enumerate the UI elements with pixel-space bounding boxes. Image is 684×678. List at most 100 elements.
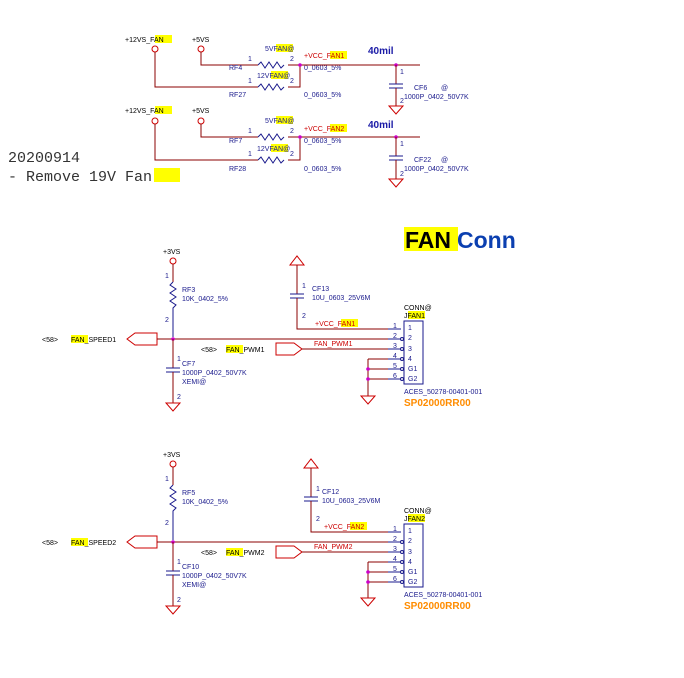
pwr12-label-1: +12VS_FAN (125, 37, 164, 44)
junction-g1-2 (366, 570, 370, 574)
rf28-resistor (257, 156, 285, 164)
hl-r2opt-2 (271, 144, 288, 152)
pwm2-netlabel: FAN_PWM2 (314, 544, 353, 551)
jfan2-pad6 (400, 580, 404, 584)
cf12-value: 10U_0603_25V6M (322, 498, 381, 505)
jfan2-pad5 (400, 570, 404, 574)
pwm2-offpage (275, 545, 303, 559)
hl-r2opt-1 (271, 71, 288, 79)
jfan2-pin1: 1 (408, 528, 412, 535)
pwr5-pin-1 (197, 45, 205, 53)
vcc2-netlabel: +VCC_FAN2 (324, 524, 364, 531)
jfan1-pin-g2: G2 (408, 376, 417, 383)
hl-pwm1 (226, 345, 243, 353)
wire-5v-2 (200, 124, 258, 138)
cf13-ref: CF13 (312, 286, 329, 293)
wire-12v-1 (154, 52, 258, 88)
cf22-value: 1000P_0402_50V7K (404, 166, 469, 173)
hl-vcc2 (350, 522, 367, 530)
wire-5v-1 (200, 52, 258, 66)
cf6-opt: @ (441, 85, 448, 92)
jfan2-body (403, 523, 424, 588)
rf7-resistor (257, 133, 285, 141)
hl-speed1 (71, 335, 88, 343)
gnd-conn2 (359, 597, 377, 607)
hl-vcc1 (341, 319, 358, 327)
rf28-pin2: 2 (290, 151, 294, 158)
cf10-opt: XEMI@ (182, 582, 206, 589)
rf7-value: 0_0603_5% (304, 138, 341, 145)
pwr3vs-label-1: +3VS (163, 249, 181, 256)
jfan1-ref: JFAN1 (404, 313, 425, 320)
gnd-1 (387, 105, 405, 115)
rf4-value: 0_0603_5% (304, 65, 341, 72)
rf7-ref: RF7 (229, 138, 242, 145)
cf22-cap (389, 155, 403, 161)
vcc-fan1-label: +VCC_FAN1 (304, 53, 344, 60)
hl-jfan2 (408, 514, 425, 522)
jfan1-pad2 (400, 337, 404, 341)
junction-g2-1 (366, 377, 370, 381)
fan2-connector-circuit: +3VS 1 2 RF5 10K_0402_5% <58> FAN_SPEED2… (42, 452, 482, 615)
jfan1-pad5 (400, 367, 404, 371)
cf6-cap (389, 83, 403, 89)
width-40mil-2: 40mil (368, 120, 394, 131)
rf27-resistor (257, 83, 285, 91)
rf3-resistor (169, 281, 177, 337)
cf6-ref: CF6 (414, 85, 427, 92)
rf3-ref: RF3 (182, 287, 195, 294)
width-40mil-1: 40mil (368, 46, 394, 57)
cf10-value: 1000P_0402_50V7K (182, 573, 247, 580)
rf4-pin2: 2 (290, 56, 294, 63)
pwm1-offpage (275, 342, 303, 356)
hl-net-1 (330, 51, 347, 59)
rf5-resistor (169, 484, 177, 540)
revision-note: - Remove 19V Fan (8, 169, 152, 186)
rf7-pin1: 1 (248, 128, 252, 135)
jfan2-pin3: 3 (408, 549, 412, 556)
pwm2-page: <58> (201, 550, 217, 557)
wire-gnd-conn2 (367, 561, 388, 598)
cf22-opt: @ (441, 157, 448, 164)
jfan2-pad3 (400, 550, 404, 554)
pwr3vs-pin-2 (169, 460, 177, 468)
jfan2-pin2: 2 (408, 538, 412, 545)
cf6-pin2: 2 (400, 98, 404, 105)
junction-g2-2 (366, 580, 370, 584)
cf13-cap (290, 293, 304, 299)
jfan1-pad3 (400, 347, 404, 351)
jfan2-leads (388, 531, 401, 583)
rf5-value: 10K_0402_5% (182, 499, 228, 506)
rf4-resistor (257, 61, 285, 69)
jfan2-lead5: 5 (393, 566, 397, 573)
rf27-pin1: 1 (248, 78, 252, 85)
jfan2-part: ACES_50278-00401-001 (404, 592, 482, 599)
cf12-ref: CF12 (322, 489, 339, 496)
revision-highlight (154, 168, 180, 182)
jfan2-lead3: 3 (393, 546, 397, 553)
rf3-pin1: 1 (165, 273, 169, 280)
cf12-pin1: 1 (316, 486, 320, 493)
jfan1-part: ACES_50278-00401-001 (404, 389, 482, 396)
cf13-pin1: 1 (302, 283, 306, 290)
rf27-pin2: 2 (290, 78, 294, 85)
jfan2-lead4: 4 (393, 556, 397, 563)
jfan1-pin-g1: G1 (408, 366, 417, 373)
cf6-value: 1000P_0402_50V7K (404, 94, 469, 101)
jfan2-pin-g1: G1 (408, 569, 417, 576)
jfan1-opt: CONN@ (404, 305, 432, 312)
jfan1-pin4: 4 (408, 356, 412, 363)
wire-vcc1 (296, 298, 388, 330)
cf6-pin1: 1 (400, 69, 404, 76)
rf3-value: 10K_0402_5% (182, 296, 228, 303)
jfan2-pin4: 4 (408, 559, 412, 566)
cf7-ref: CF7 (182, 361, 195, 368)
pwr3vs-label-2: +3VS (163, 452, 181, 459)
cf22-pin1: 1 (400, 141, 404, 148)
vcc1-netlabel: +VCC_FAN1 (315, 321, 355, 328)
pwm1-netlabel: FAN_PWM1 (314, 341, 353, 348)
cf7-value: 1000P_0402_50V7K (182, 370, 247, 377)
rf4-pin1: 1 (248, 56, 252, 63)
